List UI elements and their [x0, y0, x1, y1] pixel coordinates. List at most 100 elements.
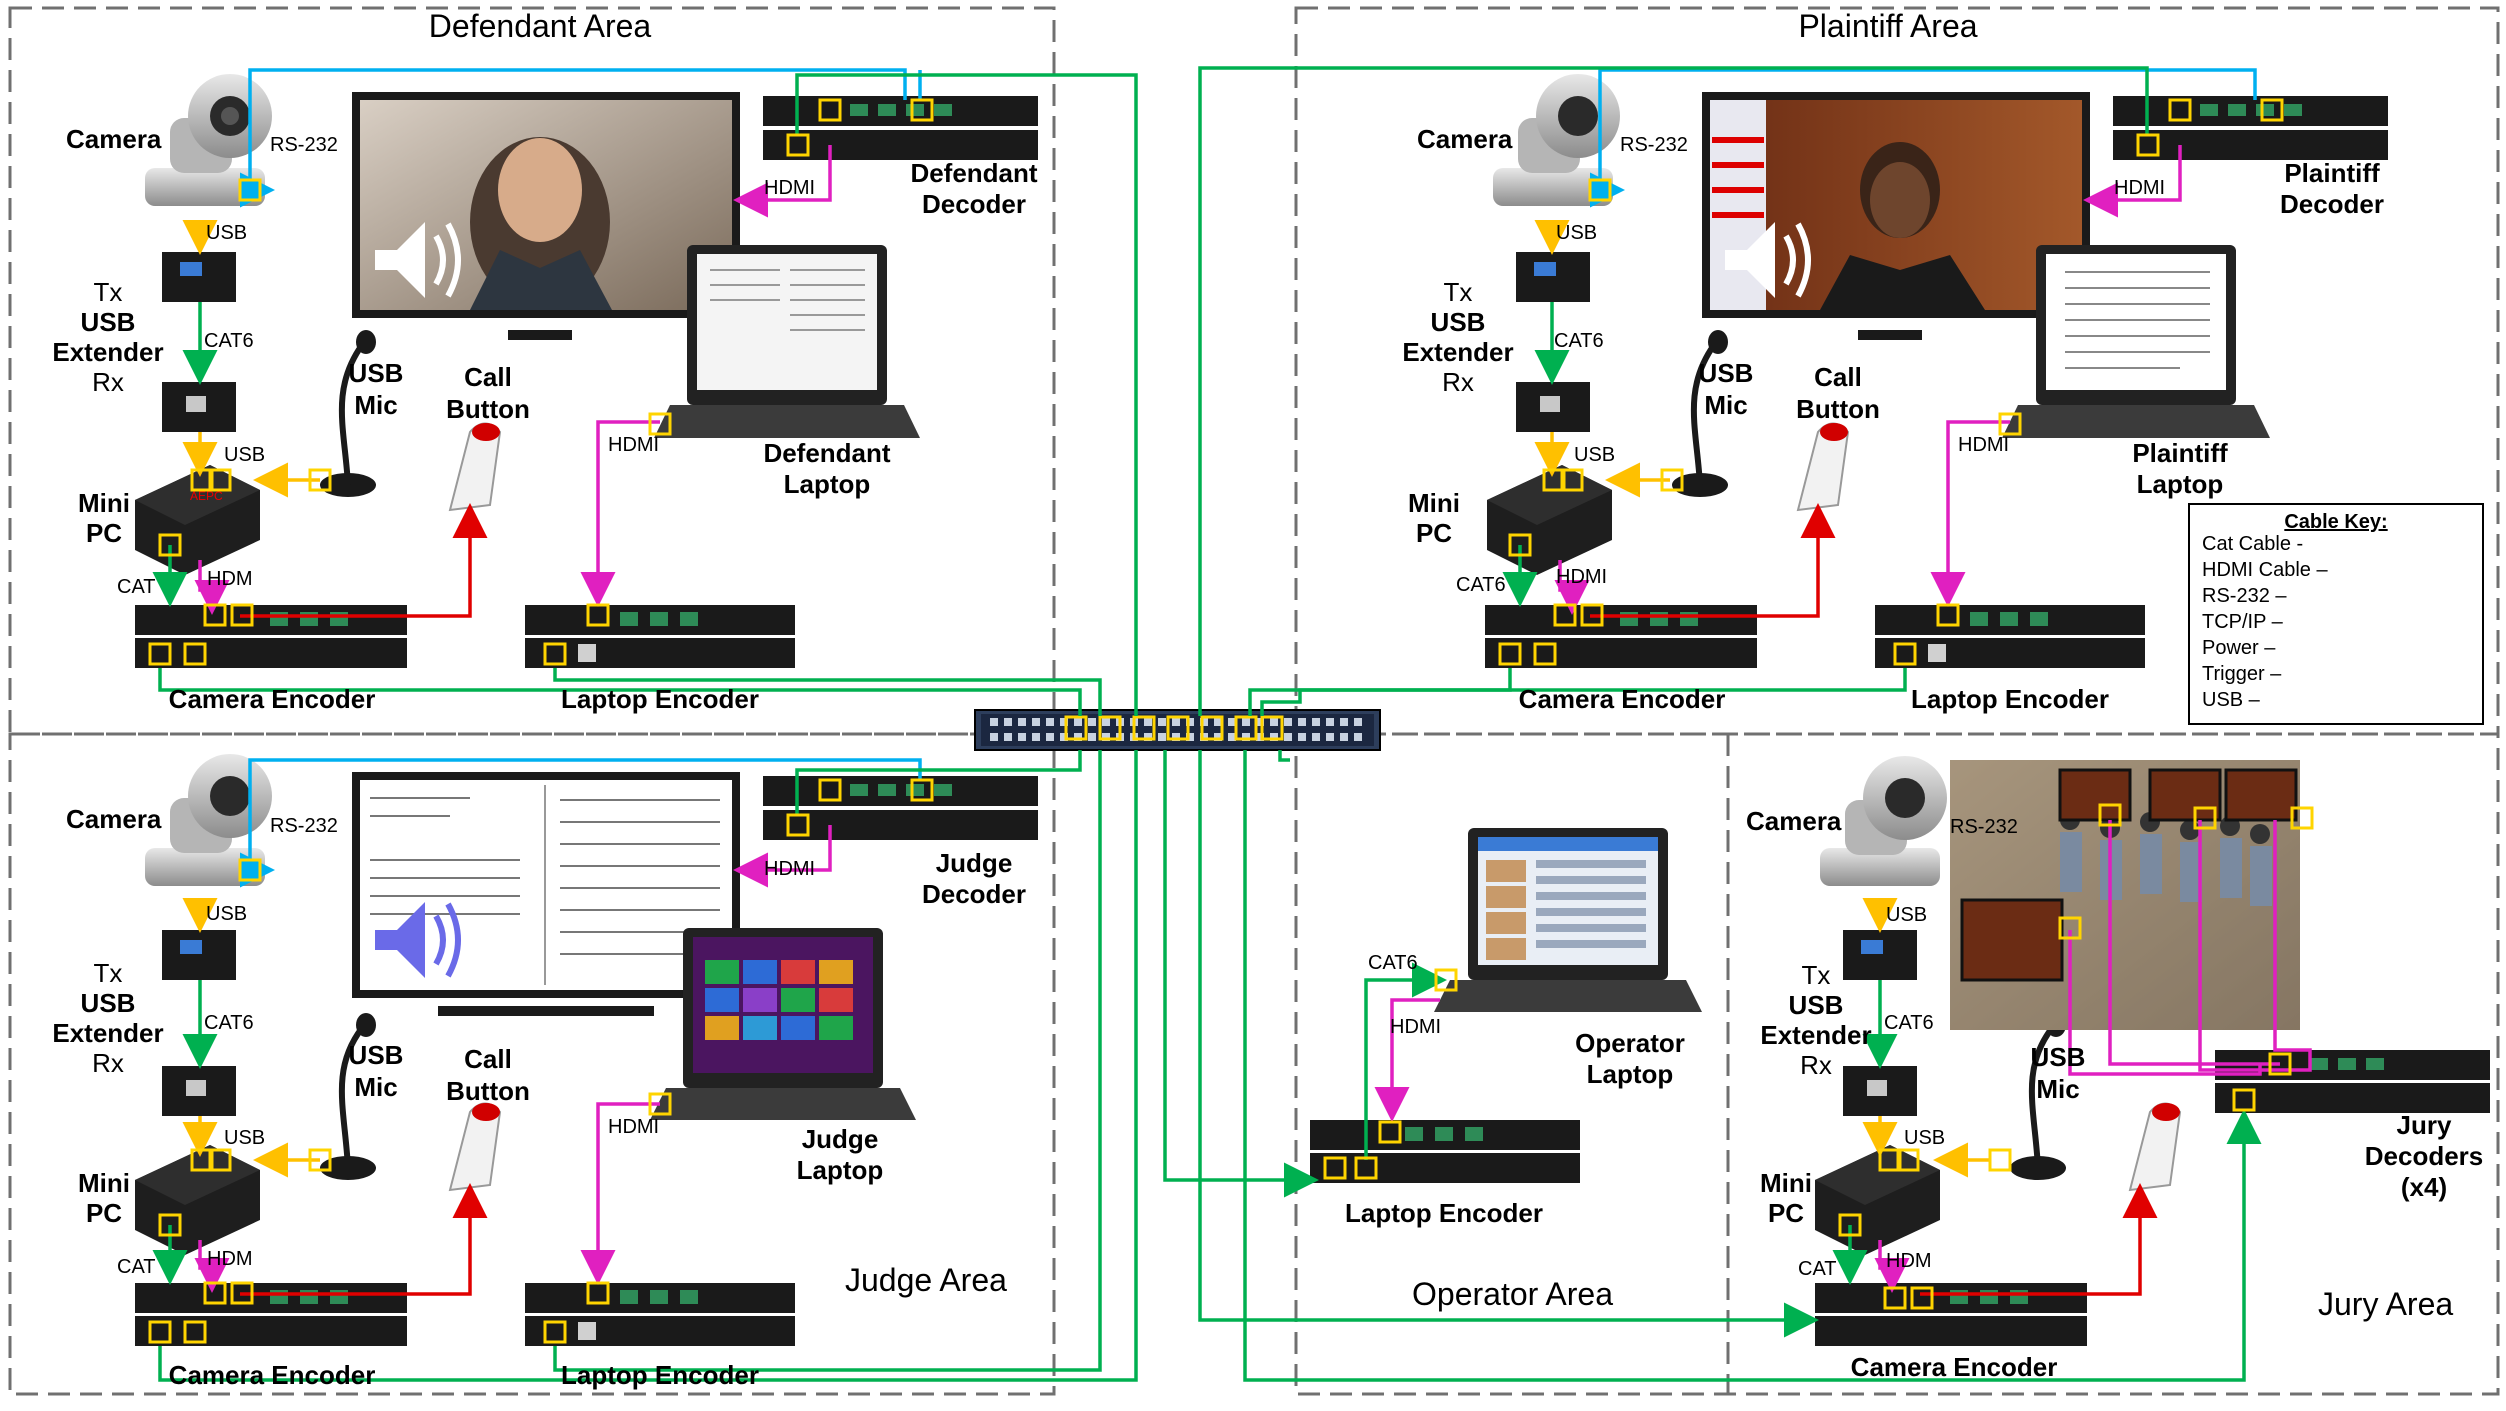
usb-extender-tx-label: Tx [93, 277, 123, 307]
usb-extender-tx-label: Tx [93, 958, 123, 988]
usb-extender-rx-label: Rx [1800, 1050, 1832, 1080]
mini-pc-icon [1815, 1145, 1940, 1255]
mini-pc-label-line2: PC [1767, 1198, 1805, 1228]
usb-mic-label-line2: Mic [1704, 390, 1748, 420]
mini-pc-label-line2: PC [85, 518, 123, 548]
mini-pc-label-line1: Mini [78, 1168, 130, 1198]
camera-encoder-icon [1485, 605, 1757, 668]
usb-extender-usb-label: USB [80, 988, 136, 1018]
mini-pc-label-line1: Mini [1760, 1168, 1812, 1198]
call-button-label-line2: Button [446, 394, 530, 424]
wire-label-usb: USB [1556, 222, 1598, 244]
wire-label-hdm: HDM [1886, 1250, 1932, 1272]
call-button-label-line1: Call [464, 362, 512, 392]
wire-label-cat: CAT [117, 1256, 156, 1278]
usb-extender-label: Extender [1402, 337, 1514, 367]
svg-text:AEPC: AEPC [190, 489, 223, 503]
usb-extender-rx-label: Rx [92, 367, 124, 397]
speaker-icon [375, 222, 461, 298]
judge-laptop-label-line2: Laptop [796, 1155, 884, 1185]
usb-mic-icon [1672, 330, 1728, 497]
usb-mic-icon [320, 330, 376, 497]
mini-pc-icon [1487, 465, 1612, 575]
area-title-plaintiff: Plaintiff Area [1798, 8, 1978, 44]
mini-pc-label-line1: Mini [78, 488, 130, 518]
cable-key-row-tcpip: TCP/IP – [2202, 611, 2283, 633]
wire-label-cat: CAT [1798, 1258, 1837, 1280]
jury-decoders-label-line1: Jury [2396, 1110, 2452, 1140]
mini-pc-label-line2: PC [85, 1198, 123, 1228]
judge-decoder-label-line1: Judge [935, 848, 1013, 878]
usb-extender-tx-icon [162, 252, 236, 302]
mini-pc-label-line1: Mini [1408, 488, 1460, 518]
cable-key-row-usb: USB – [2202, 689, 2260, 711]
plaintiff-decoder-label-line1: Plaintiff [2284, 158, 2380, 188]
mini-pc-label-line2: PC [1415, 518, 1453, 548]
camera-label: Camera [66, 124, 162, 154]
plaintiff-laptop-icon [2002, 245, 2270, 438]
jury-decoders-label-line2: Decoders [2364, 1141, 2484, 1171]
defendant-area-devices: AEPC [135, 74, 1038, 668]
usb-extender-usb-label: USB [1788, 990, 1844, 1020]
wire-label-rs232: RS-232 [1950, 816, 2018, 838]
wire-label-usb: USB [206, 222, 248, 244]
wire-label-hdmi: HDMI [608, 1116, 660, 1138]
camera-label: Camera [66, 804, 162, 834]
judge-laptop-label-line1: Judge [801, 1124, 879, 1154]
camera-encoder-label: Camera Encoder [1850, 1352, 2058, 1382]
plaintiff-laptop-label-line1: Plaintiff [2132, 438, 2228, 468]
usb-extender-usb-label: USB [1430, 307, 1486, 337]
laptop-encoder-label: Laptop Encoder [1911, 684, 2109, 714]
area-title-operator: Operator Area [1412, 1276, 1613, 1312]
defendant-laptop-label-line2: Laptop [783, 469, 871, 499]
camera-icon [145, 754, 272, 886]
camera-icon [145, 74, 272, 206]
laptop-encoder-icon [1310, 1120, 1580, 1183]
port-highlights [148, 98, 2314, 1344]
plaintiff-area-devices [1485, 74, 2388, 668]
usb-extender-tx-label: Tx [1801, 960, 1831, 990]
camera-icon [1820, 756, 1947, 886]
wire-label-hdmi: HDMI [2114, 177, 2166, 199]
wire-label-cat6: CAT6 [1368, 952, 1418, 974]
wire-label-hdm: HDM [207, 1248, 253, 1270]
cable-key-row-trigger: Trigger – [2202, 663, 2282, 685]
laptop-encoder-icon [525, 1283, 795, 1346]
defendant-tv-icon [352, 92, 740, 340]
usb-extender-label: Extender [52, 1018, 164, 1048]
wire-label-hdmi: HDMI [764, 858, 816, 880]
camera-encoder-label: Camera Encoder [1518, 684, 1726, 714]
judge-area-devices [135, 754, 1038, 1346]
speaker-icon [375, 902, 461, 978]
laptop-encoder-label: Laptop Encoder [1345, 1198, 1543, 1228]
wire-label-cat6: CAT6 [204, 330, 254, 352]
cable-key: Cable Key: Cat Cable - HDMI Cable – RS-2… [2188, 503, 2484, 725]
wire-label-usb: USB [1904, 1127, 1946, 1149]
usb-extender-tx-icon [1843, 930, 1917, 980]
usb-extender-label: Extender [1760, 1020, 1872, 1050]
wire-label-hdmi: HDMI [608, 434, 660, 456]
defendant-decoder-label-line1: Defendant [910, 158, 1038, 188]
operator-area-devices [1310, 828, 1702, 1183]
mini-pc-icon [135, 1145, 260, 1255]
camera-label: Camera [1417, 124, 1513, 154]
usb-extender-rx-label: Rx [1442, 367, 1474, 397]
call-button-icon [1796, 422, 1850, 512]
area-title-judge: Judge Area [845, 1262, 1007, 1298]
speaker-icon [1725, 222, 1811, 298]
call-button-icon [448, 1102, 502, 1192]
usb-extender-rx-label: Rx [92, 1048, 124, 1078]
plaintiff-laptop-label-line2: Laptop [2136, 469, 2224, 499]
jury-decoders-label-line3: (x4) [2400, 1172, 2448, 1202]
cable-key-row-rs232: RS-232 – [2202, 585, 2287, 607]
mini-pc-icon: AEPC [135, 465, 260, 575]
area-title-defendant: Defendant Area [428, 8, 652, 44]
jury-decoders-icon [2215, 1050, 2490, 1113]
wire-label-cat6: CAT6 [1884, 1012, 1934, 1034]
area-borders [8, 6, 2500, 1396]
cable-key-row-cat: Cat Cable - [2202, 533, 2304, 555]
wire-label-hdm: HDM [207, 568, 253, 590]
usb-mic-label-line2: Mic [2036, 1074, 2080, 1104]
